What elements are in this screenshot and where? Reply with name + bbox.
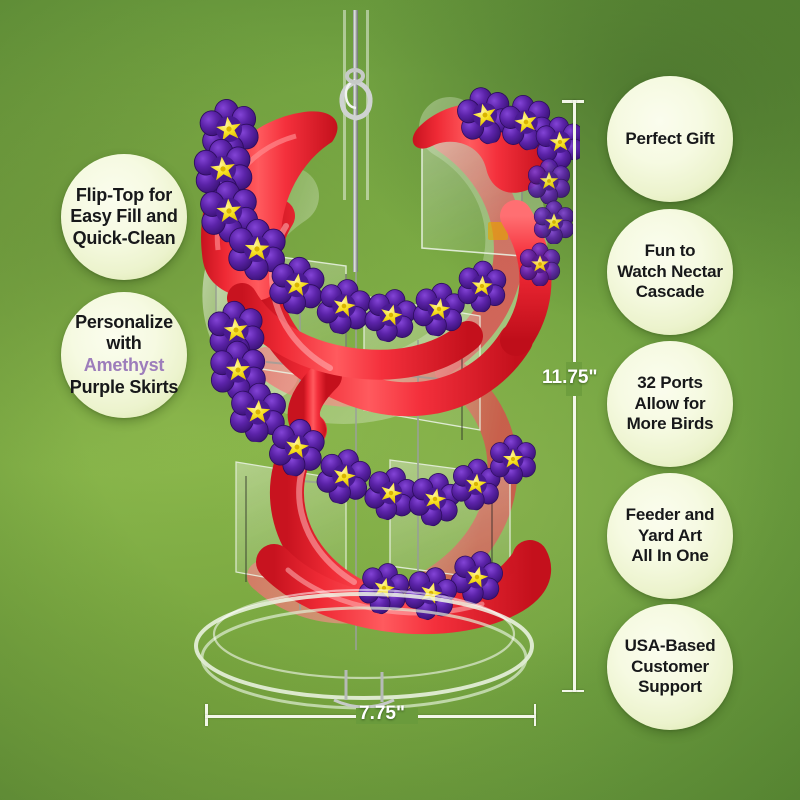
callout-support-text: USA-Based Customer Support: [624, 636, 716, 697]
callout-ports-text: 32 Ports Allow for More Birds: [626, 373, 714, 434]
dimension-width-label-gap: [356, 708, 418, 724]
callout-yard-art-text: Feeder and Yard Art All In One: [625, 505, 715, 566]
callout-flip-top[interactable]: Flip-Top for Easy Fill and Quick-Clean: [61, 154, 187, 280]
callout-perfect-gift-text: Perfect Gift: [625, 128, 715, 148]
callout-perfect-gift[interactable]: Perfect Gift: [607, 76, 733, 202]
callout-flip-top-text: Flip-Top for Easy Fill and Quick-Clean: [70, 184, 178, 248]
dimension-height-line: [573, 100, 576, 692]
callout-ports[interactable]: 32 Ports Allow for More Birds: [607, 341, 733, 467]
callout-personalize[interactable]: Personalize with Amethyst Purple Skirts: [61, 292, 187, 418]
callout-support[interactable]: USA-Based Customer Support: [607, 604, 733, 730]
amethyst-highlight: Amethyst: [83, 355, 165, 375]
callout-personalize-text: Personalize with Amethyst Purple Skirts: [69, 311, 179, 397]
callout-nectar-cascade[interactable]: Fun to Watch Nectar Cascade: [607, 209, 733, 335]
feeder-base: [194, 588, 534, 710]
callout-nectar-cascade-text: Fun to Watch Nectar Cascade: [617, 241, 723, 302]
dimension-height-label-gap: [566, 362, 582, 396]
hanger-assembly: [339, 10, 373, 272]
product-image-spiral-hummingbird-feeder: [150, 10, 580, 720]
dimension-height-label: 11.75": [542, 367, 598, 388]
dimension-width-label: 7.75": [359, 703, 405, 724]
callout-yard-art[interactable]: Feeder and Yard Art All In One: [607, 473, 733, 599]
